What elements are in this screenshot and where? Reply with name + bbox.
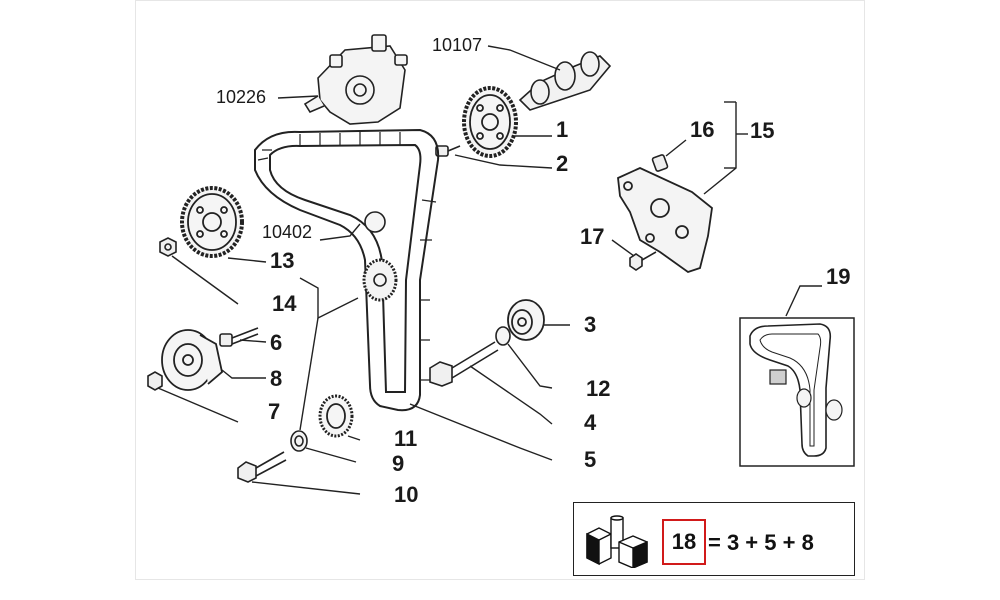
timing-belt (254, 128, 440, 412)
callout-6: 6 (270, 330, 283, 355)
inset-kit-view (739, 317, 855, 467)
cam-pulley (462, 86, 518, 158)
kit-parts-icon (586, 515, 648, 568)
nut-7 (147, 371, 163, 391)
callout-13: 13 (270, 248, 295, 273)
leader-15-bracket (703, 102, 737, 195)
leader-7 (157, 387, 239, 423)
callout-19: 19 (826, 264, 851, 289)
leader-19 (785, 285, 822, 317)
leader-16 (665, 139, 687, 157)
kit-number-highlight: 18 (662, 519, 706, 565)
bolt-17 (629, 251, 657, 271)
callout-14: 14 (272, 291, 297, 316)
leader-2 (454, 154, 553, 169)
leader-14-bracket-down (299, 317, 319, 431)
callout-2: 2 (556, 151, 569, 176)
leader-4 (469, 365, 553, 425)
belt-idler (362, 258, 398, 302)
leader-10226 (277, 95, 319, 99)
leader-6 (239, 339, 267, 343)
callout-15: 15 (750, 118, 775, 143)
callout-8: 8 (270, 366, 283, 391)
callout-17: 17 (580, 224, 605, 249)
leader-5 (409, 403, 553, 461)
callout-4: 4 (584, 410, 597, 435)
tensioner-8 (161, 329, 223, 391)
leader-10107 (487, 45, 561, 71)
washer-9 (290, 430, 308, 452)
callout-10107: 10107 (432, 35, 483, 55)
bolt-2 (435, 145, 461, 157)
leader-8 (221, 369, 266, 379)
callout-5: 5 (584, 447, 597, 472)
leader-13 (227, 257, 267, 263)
camshaft (518, 51, 612, 111)
callout-9: 9 (392, 451, 405, 476)
leader-14 (171, 255, 239, 305)
bolt-4 (429, 341, 499, 387)
kit-formula: = 3 + 5 + 8 (708, 530, 814, 555)
leader-10 (251, 481, 361, 495)
callout-16: 16 (690, 117, 715, 142)
crankshaft-pulley (318, 394, 354, 438)
callout-12: 12 (586, 376, 611, 401)
leader-9 (305, 447, 357, 463)
washer-12 (495, 326, 511, 346)
leader-11 (347, 435, 361, 441)
bolt-10 (237, 451, 287, 483)
injection-pump-pulley (180, 186, 244, 258)
callout-3: 3 (584, 312, 597, 337)
callout-10: 10 (394, 482, 419, 507)
leader-14-bracket (299, 277, 359, 320)
idler-hole (364, 211, 386, 233)
callout-11: 11 (394, 426, 418, 451)
idler-3 (507, 299, 545, 341)
bolt-6 (219, 327, 259, 347)
callout-7: 7 (268, 399, 281, 424)
leader-17 (611, 239, 635, 257)
high-pressure-pump (303, 34, 408, 125)
leader-10402 (319, 223, 361, 241)
rear-cover-plate (617, 167, 713, 273)
callout-10226: 10226 (216, 87, 267, 107)
nut-14 (159, 237, 177, 257)
dowel-16 (651, 154, 669, 172)
leader-12 (507, 343, 553, 389)
callout-10402: 10402 (262, 222, 313, 242)
callout-1: 1 (556, 117, 569, 142)
